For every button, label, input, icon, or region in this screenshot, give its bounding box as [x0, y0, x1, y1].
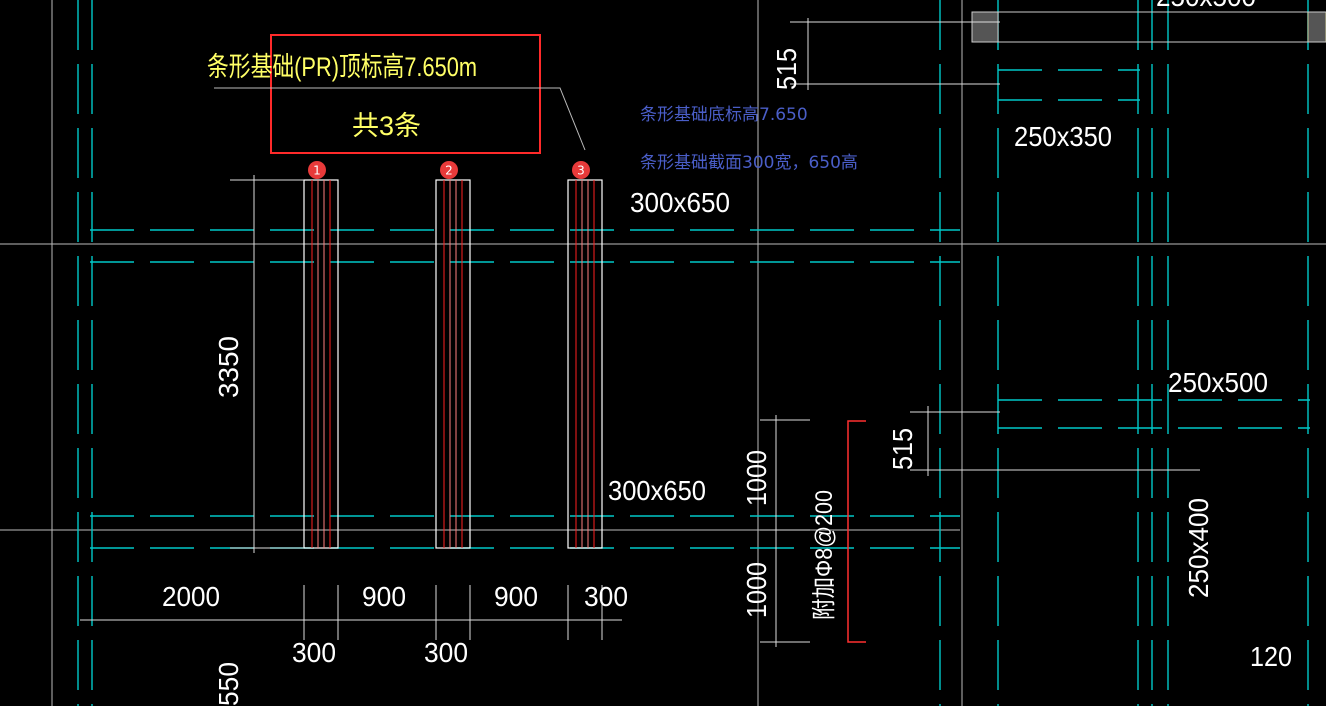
- dim-550: 550: [213, 662, 244, 706]
- marker-2: 2: [440, 161, 458, 179]
- leader-line: [214, 87, 586, 151]
- callout-title: 条形基础(PR)顶标高7.650m: [207, 52, 477, 82]
- column-block: [971, 11, 999, 43]
- strip-foundation-2: [435, 179, 471, 549]
- dim-900-b: 900: [494, 581, 538, 612]
- callout-box: [270, 34, 541, 154]
- section-label-top: 300x650: [630, 187, 730, 218]
- top-partial-label: 250x500: [1156, 0, 1256, 12]
- callout-count: 共3条: [352, 111, 421, 141]
- strip-foundation-3: [567, 179, 603, 549]
- column-lines: [77, 0, 1309, 706]
- section-label-bottom: 300x650: [608, 475, 706, 506]
- dim-300-sub-b: 300: [424, 637, 468, 668]
- dim-515-top: 515: [771, 48, 802, 90]
- rebar-bracket: [847, 420, 866, 643]
- dim-300-sub-a: 300: [292, 637, 336, 668]
- beam-label-b: 250x500: [1168, 367, 1268, 398]
- marker-number: 1: [313, 164, 321, 178]
- dim-3350: 3350: [213, 336, 244, 398]
- dim-1000-a: 1000: [741, 450, 772, 506]
- note-bottom-elevation: 条形基础底标高7.650: [640, 105, 808, 125]
- column-block: [1307, 11, 1326, 43]
- marker-number: 3: [577, 164, 585, 178]
- dimension-lines: [80, 18, 1200, 647]
- dim-900-a: 900: [362, 581, 406, 612]
- beam-label-a: 250x350: [1014, 121, 1112, 152]
- dim-515-mid: 515: [887, 428, 918, 470]
- marker-number: 2: [445, 164, 453, 178]
- note-section-size: 条形基础截面300宽，650高: [640, 153, 858, 173]
- strip-foundations: [303, 179, 603, 549]
- dim-300-right: 300: [584, 581, 628, 612]
- marker-3: 3: [572, 161, 590, 179]
- rebar-label: 附加Φ8@200: [811, 490, 838, 620]
- dim-2000: 2000: [162, 581, 220, 612]
- dim-1000-b: 1000: [741, 562, 772, 618]
- beam-lines: [90, 69, 1310, 549]
- marker-1: 1: [308, 161, 326, 179]
- strip-markers: 1 2 3: [308, 161, 590, 179]
- strip-foundation-1: [303, 179, 339, 549]
- dim-120: 120: [1250, 641, 1292, 672]
- beam-label-c: 250x400: [1183, 498, 1214, 598]
